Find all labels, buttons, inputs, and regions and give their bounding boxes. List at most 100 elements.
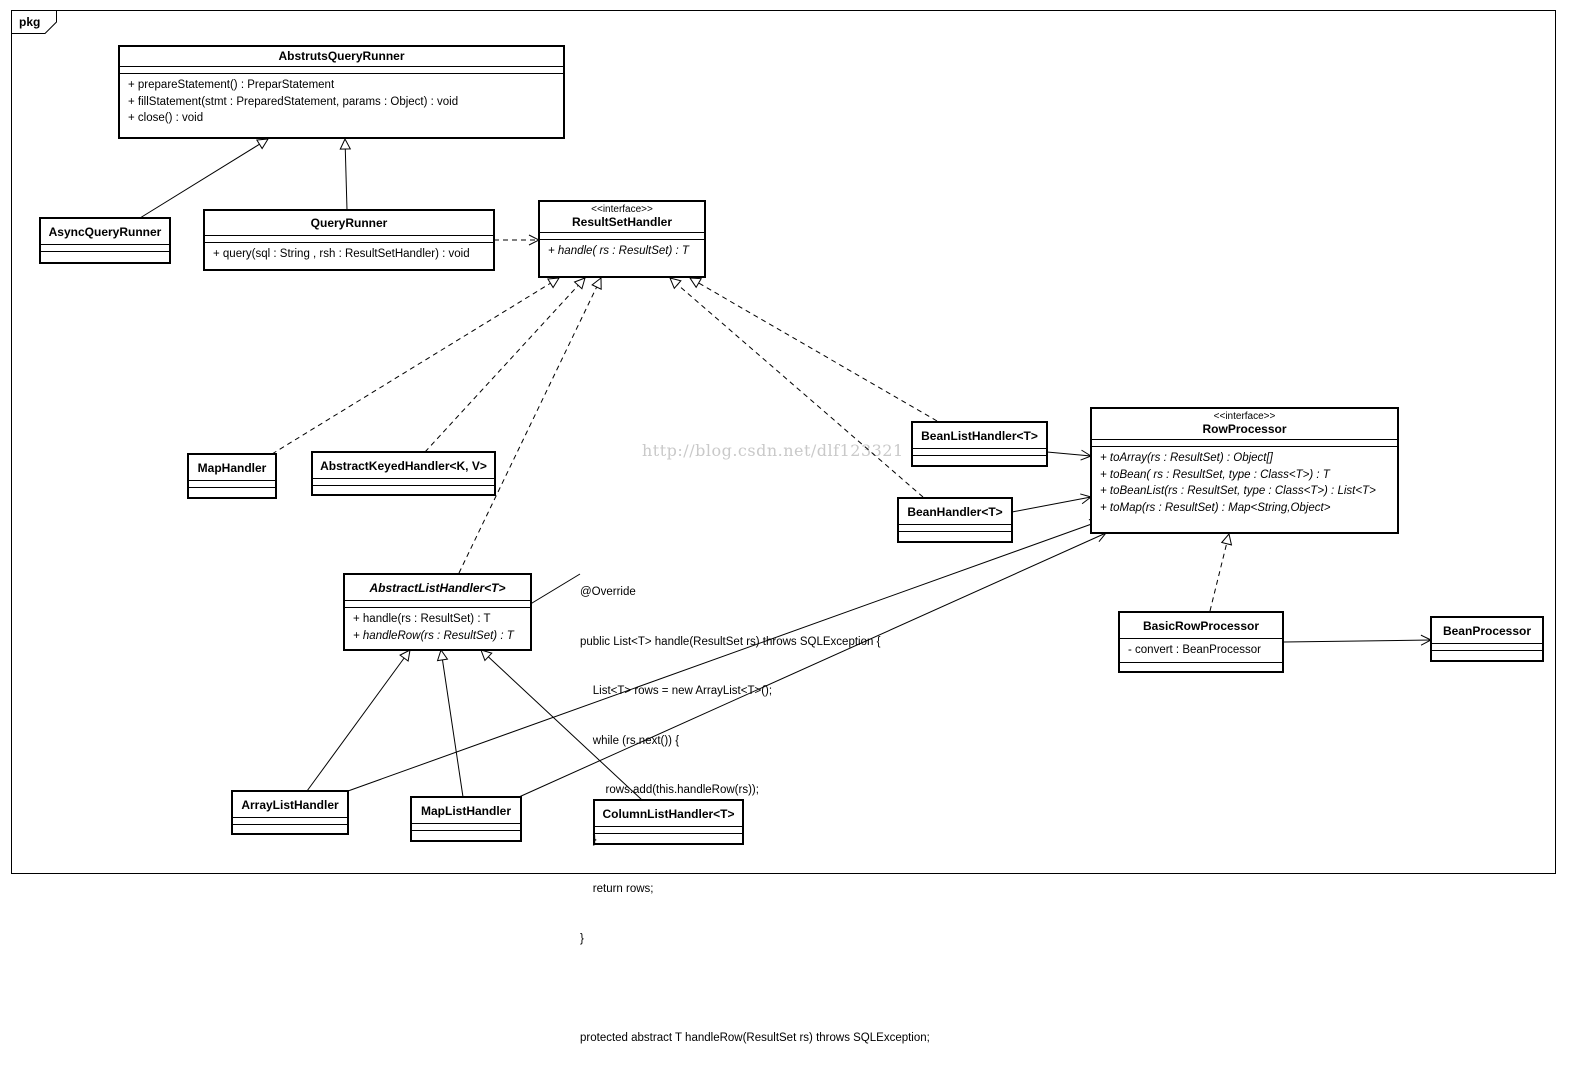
edge-arraylisthandler-extends-abstractlisthandler bbox=[306, 650, 410, 792]
class-arraylisthandler[interactable]: ArrayListHandler bbox=[231, 790, 349, 835]
method-to-map: + toMap(rs : ResultSet) : Map<String,Obj… bbox=[1100, 501, 1331, 514]
methods-compartment: + toArray(rs : ResultSet) : Object[] + t… bbox=[1092, 447, 1397, 519]
methods-compartment: + handle( rs : ResultSet) : T bbox=[540, 240, 704, 263]
package-tab bbox=[11, 10, 57, 34]
stereotype-label: <<interface>> bbox=[1213, 411, 1276, 422]
note-line: protected abstract T handleRow(ResultSet… bbox=[580, 1031, 930, 1044]
edge-beanlisthandler-implements-resultsethandler bbox=[690, 278, 938, 422]
attributes-compartment: - convert : BeanProcessor bbox=[1120, 639, 1282, 663]
class-abstractlisthandler[interactable]: AbstractListHandler<T> + handle(rs : Res… bbox=[343, 573, 532, 651]
edge-arraylisthandler-to-rowprocessor bbox=[347, 521, 1100, 792]
method-query: + query(sql : String , rsh : ResultSetHa… bbox=[213, 248, 470, 260]
class-name: AbstractListHandler<T> bbox=[345, 575, 530, 601]
method-handle: + handle(rs : ResultSet) : T bbox=[353, 613, 491, 625]
class-name: QueryRunner bbox=[205, 211, 493, 236]
note-line: public List<T> handle(ResultSet rs) thro… bbox=[580, 635, 881, 648]
attributes-compartment bbox=[540, 233, 704, 240]
methods-compartment bbox=[913, 456, 1046, 462]
class-header: <<interface>> ResultSetHandler bbox=[540, 202, 704, 233]
package-label: pkg bbox=[19, 15, 41, 29]
note-line: rows.add(this.handleRow(rs)); bbox=[580, 784, 759, 796]
class-asyncqueryrunner[interactable]: AsyncQueryRunner bbox=[39, 217, 171, 264]
note-line: } bbox=[580, 932, 584, 945]
class-beanlisthandler[interactable]: BeanListHandler<T> bbox=[911, 421, 1048, 467]
class-name: ResultSetHandler bbox=[571, 215, 673, 229]
class-maphandler[interactable]: MapHandler bbox=[187, 453, 277, 499]
code-note: @Override public List<T> handle(ResultSe… bbox=[580, 551, 930, 1079]
class-maplisthandler[interactable]: MapListHandler bbox=[410, 796, 522, 842]
method-to-bean-list: + toBeanList(rs : ResultSet, type : Clas… bbox=[1100, 485, 1376, 497]
methods-compartment bbox=[1432, 651, 1542, 657]
class-abstrutsqueryrunner[interactable]: AbstrutsQueryRunner + prepareStatement()… bbox=[118, 45, 565, 139]
class-name: BasicRowProcessor bbox=[1120, 613, 1282, 639]
method-to-bean: + toBean( rs : ResultSet, type : Class<T… bbox=[1100, 468, 1330, 481]
attributes-compartment bbox=[205, 236, 493, 243]
class-queryrunner[interactable]: QueryRunner + query(sql : String , rsh :… bbox=[203, 209, 495, 271]
class-name: RowProcessor bbox=[1202, 422, 1287, 436]
class-name: BeanProcessor bbox=[1432, 618, 1542, 644]
attribute-convert: - convert : BeanProcessor bbox=[1128, 644, 1261, 656]
class-name: MapHandler bbox=[189, 455, 275, 481]
package-frame bbox=[11, 10, 1556, 874]
attributes-compartment bbox=[1092, 440, 1397, 447]
note-line: return rows; bbox=[580, 883, 654, 895]
class-abstractkeyedhandler[interactable]: AbstractKeyedHandler<K, V> bbox=[311, 451, 496, 496]
note-line: List<T> rows = new ArrayList<T>(); bbox=[580, 685, 773, 697]
attributes-compartment bbox=[913, 449, 1046, 456]
edge-queryrunner-extends-abstrutsqueryrunner bbox=[345, 139, 347, 211]
attributes-compartment bbox=[313, 479, 494, 486]
note-line: while (rs.next()) { bbox=[580, 734, 680, 747]
note-line: @Override bbox=[580, 586, 636, 598]
class-header: <<interface>> RowProcessor bbox=[1092, 409, 1397, 440]
note-line bbox=[580, 980, 930, 997]
attributes-compartment bbox=[1432, 644, 1542, 651]
methods-compartment bbox=[233, 825, 347, 831]
methods-compartment bbox=[189, 488, 275, 494]
class-beanhandler[interactable]: BeanHandler<T> bbox=[897, 497, 1013, 543]
edge-columnlisthandler-extends-abstractlisthandler bbox=[481, 650, 643, 801]
class-beanprocessor[interactable]: BeanProcessor bbox=[1430, 616, 1544, 662]
class-name: ColumnListHandler<T> bbox=[595, 801, 742, 827]
method-close: + close() : void bbox=[128, 112, 204, 124]
attributes-compartment bbox=[412, 824, 520, 831]
methods-compartment: + query(sql : String , rsh : ResultSetHa… bbox=[205, 243, 493, 266]
edge-abstractlisthandler-implements-resultsethandler bbox=[458, 278, 601, 574]
attributes-compartment bbox=[41, 245, 169, 252]
attributes-compartment bbox=[899, 525, 1011, 532]
class-name: MapListHandler bbox=[412, 798, 520, 824]
class-name: AbstrutsQueryRunner bbox=[120, 47, 563, 67]
method-fill-statement: + fillStatement(stmt : PreparedStatement… bbox=[128, 95, 459, 108]
edge-beanlisthandler-to-rowprocessor bbox=[1046, 452, 1091, 456]
watermark: http://blog.csdn.net/dlf123321 bbox=[642, 441, 904, 460]
class-columnlisthandler[interactable]: ColumnListHandler<T> bbox=[593, 799, 744, 845]
method-handle-row: + handleRow(rs : ResultSet) : T bbox=[353, 629, 514, 642]
methods-compartment: + handle(rs : ResultSet) : T + handleRow… bbox=[345, 608, 530, 647]
methods-compartment bbox=[1120, 663, 1282, 669]
edge-maplisthandler-to-rowprocessor bbox=[518, 533, 1106, 798]
edge-asyncqueryrunner-extends-abstrutsqueryrunner bbox=[139, 139, 268, 219]
methods-compartment bbox=[899, 532, 1011, 538]
edge-beanhandler-to-rowprocessor bbox=[1011, 497, 1091, 513]
methods-compartment bbox=[41, 252, 169, 258]
edge-maplisthandler-extends-abstractlisthandler bbox=[441, 650, 464, 798]
attributes-compartment bbox=[345, 601, 530, 608]
class-name: BeanHandler<T> bbox=[899, 499, 1011, 525]
edge-basicrowprocessor-to-beanprocessor bbox=[1283, 640, 1431, 642]
class-name: AbstractKeyedHandler<K, V> bbox=[313, 453, 494, 479]
class-name: ArrayListHandler bbox=[233, 792, 347, 818]
method-to-array: + toArray(rs : ResultSet) : Object[] bbox=[1100, 452, 1273, 464]
edge-maphandler-implements-resultsethandler bbox=[271, 278, 559, 455]
note-line: } bbox=[580, 833, 597, 846]
methods-compartment: + prepareStatement() : PreparStatement +… bbox=[120, 74, 563, 130]
class-basicrowprocessor[interactable]: BasicRowProcessor - convert : BeanProces… bbox=[1118, 611, 1284, 673]
class-resultsethandler[interactable]: <<interface>> ResultSetHandler + handle(… bbox=[538, 200, 706, 278]
class-name: BeanListHandler<T> bbox=[913, 423, 1046, 449]
edge-basicrowprocessor-implements-rowprocessor bbox=[1209, 534, 1229, 612]
edge-beanhandler-implements-resultsethandler bbox=[670, 278, 924, 498]
edge-abstractkeyedhandler-implements-resultsethandler bbox=[424, 278, 585, 453]
class-rowprocessor[interactable]: <<interface>> RowProcessor + toArray(rs … bbox=[1090, 407, 1399, 534]
attributes-compartment bbox=[120, 67, 563, 74]
method-prepare-statement: + prepareStatement() : PreparStatement bbox=[128, 79, 335, 91]
attributes-compartment bbox=[595, 827, 742, 834]
class-name: AsyncQueryRunner bbox=[41, 219, 169, 245]
